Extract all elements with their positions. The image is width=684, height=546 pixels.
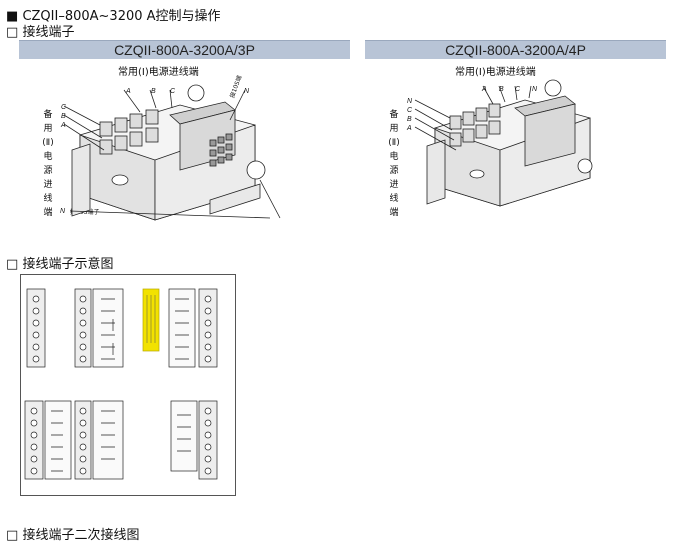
callout-text: 接10S端子 bbox=[70, 209, 100, 216]
panel-4p-title: CZQII-800A-3200A/4P bbox=[365, 40, 666, 59]
phase-label: C bbox=[407, 107, 413, 114]
panel-3p-title: CZQII-800A-3200A/3P bbox=[19, 40, 350, 59]
page-heading: ■ CZQII–800A~3200 A控制与操作 bbox=[6, 5, 221, 24]
panel-3p-side-label: 备 用 (Ⅱ) 电 源 进 线 端 bbox=[42, 110, 54, 218]
phase-label: N bbox=[60, 208, 66, 215]
phase-label: A bbox=[482, 86, 487, 93]
panel-4p-subtitle: 常用(Ⅰ)电源进线端 bbox=[455, 67, 536, 78]
phase-label: B bbox=[151, 88, 156, 95]
breaker-4p-drawing bbox=[414, 79, 593, 207]
section-schematic: □ 接线端子示意图 bbox=[6, 253, 113, 272]
phase-label: N bbox=[244, 88, 250, 95]
heading-bullet: ■ bbox=[6, 9, 19, 24]
checkbox-icon: □ bbox=[6, 25, 19, 40]
phase-label: N bbox=[407, 98, 413, 105]
phase-label: A bbox=[61, 122, 66, 129]
phase-label: B bbox=[61, 113, 66, 120]
section-label: 接线端子示意图 bbox=[22, 257, 114, 272]
phase-label: C bbox=[515, 86, 521, 93]
breaker-3p-drawing bbox=[63, 84, 281, 221]
terminal-schematic-box bbox=[20, 274, 236, 496]
section-label: 接线端子 bbox=[22, 25, 75, 40]
phase-label: C bbox=[61, 104, 67, 111]
phase-label: B bbox=[499, 86, 504, 93]
phase-label: B bbox=[407, 116, 412, 123]
phase-label: C bbox=[170, 88, 176, 95]
panel-3p-subtitle: 常用(Ⅰ)电源进线端 bbox=[118, 67, 199, 78]
checkbox-icon: □ bbox=[6, 528, 19, 543]
section-terminals: □ 接线端子 bbox=[6, 21, 74, 40]
terminal-schematic-drawing bbox=[24, 288, 218, 480]
section-label: 接线端子二次接线图 bbox=[22, 528, 140, 543]
checkbox-icon: □ bbox=[6, 257, 19, 272]
phase-label: A bbox=[407, 125, 412, 132]
phase-label: N bbox=[532, 86, 538, 93]
section-secondary-wiring: □ 接线端子二次接线图 bbox=[6, 524, 139, 543]
phase-label: A bbox=[126, 88, 131, 95]
heading-title: CZQII–800A~3200 A控制与操作 bbox=[22, 9, 221, 24]
panel-4p-side-label: 备 用 (Ⅱ) 电 源 进 线 端 bbox=[388, 110, 400, 218]
